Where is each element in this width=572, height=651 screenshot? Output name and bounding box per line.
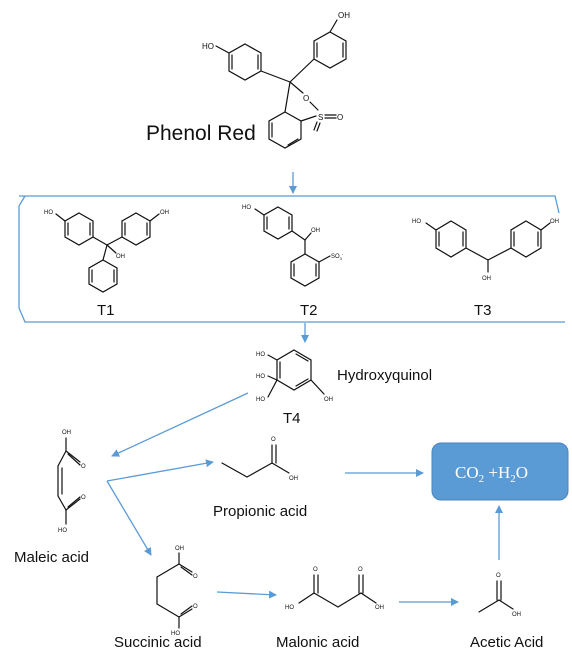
hydroxyquinol-label: Hydroxyquinol xyxy=(337,367,432,384)
phenol-red-sulfonyl-oxygen: O xyxy=(337,113,343,122)
acetic-o: O xyxy=(496,573,501,579)
arrow-succinic-to-malonic xyxy=(216,590,277,599)
product-co2-h2o: CO2 +H2O xyxy=(431,442,569,501)
acetic-oh: OH xyxy=(512,612,521,618)
t3-ho-left: HO xyxy=(412,219,421,225)
t1-oh-center: OH xyxy=(116,254,125,260)
malonic-o-right: O xyxy=(358,567,363,573)
t3-oh-right: OH xyxy=(550,219,559,225)
t4-label: T4 xyxy=(283,410,301,427)
t4-ho-middle: HO xyxy=(256,374,265,380)
arrow-maleic-to-propionic xyxy=(106,459,214,482)
t2-label: T2 xyxy=(300,302,318,319)
acetic-acid-label: Acetic Acid xyxy=(470,634,543,651)
arrow-maleic-to-succinic xyxy=(106,480,152,556)
phenol-red-oh-top: OH xyxy=(338,11,350,20)
t1-label: T1 xyxy=(97,302,115,319)
phenol-red-ring-oxygen: O xyxy=(303,94,309,103)
acetic-acid-structure: O OH xyxy=(478,573,521,618)
maleic-acid-structure: OH O O HO xyxy=(57,430,86,534)
t2-structure: HO OH SO3- xyxy=(242,205,344,287)
maleic-oh-top: OH xyxy=(62,430,71,436)
t1-oh-right: OH xyxy=(160,210,169,216)
t3-oh-center: OH xyxy=(482,276,491,282)
t3-structure: HO OH OH xyxy=(412,219,559,282)
malonic-ho: HO xyxy=(285,605,294,611)
phenol-red-ho-left: HO xyxy=(202,42,214,51)
malonic-acid-structure: O HO O OH xyxy=(285,567,384,611)
propionic-oh: OH xyxy=(289,476,298,482)
t4-ho-top: HO xyxy=(256,352,265,358)
phenol-red-label: Phenol Red xyxy=(146,122,256,145)
t4-oh-right: OH xyxy=(324,397,333,403)
succinic-o-bottom: O xyxy=(193,604,198,610)
t2-ho-left: HO xyxy=(242,205,251,211)
propionic-acid-structure: O OH xyxy=(221,437,298,482)
product-formula: CO2 +H2O xyxy=(455,463,528,485)
malonic-o-left: O xyxy=(313,567,318,573)
t1-structure: HO OH OH xyxy=(44,210,169,293)
t4-ho-bottom: HO xyxy=(256,397,265,403)
malonic-acid-label: Malonic acid xyxy=(276,634,359,651)
succinic-oh-top: OH xyxy=(175,546,184,552)
t3-label: T3 xyxy=(474,302,492,319)
t1-ho-left: HO xyxy=(44,210,53,216)
intermediates-bracket xyxy=(18,195,565,323)
propionic-o: O xyxy=(271,437,276,443)
phenol-red-structure: OH HO O S O xyxy=(202,11,350,149)
arrow-t4-to-maleic xyxy=(111,392,249,457)
maleic-o-bottom: O xyxy=(81,495,86,501)
succinic-o-top: O xyxy=(193,574,198,580)
malonic-oh: OH xyxy=(375,605,384,611)
t2-sulfonate: SO3- xyxy=(331,251,344,261)
succinic-ho: HO xyxy=(171,631,180,637)
t4-structure: HO HO HO OH xyxy=(256,349,333,403)
succinic-acid-structure: OH O O HO xyxy=(156,546,198,637)
t2-oh-center: OH xyxy=(311,228,320,234)
maleic-acid-label: Maleic acid xyxy=(14,549,89,566)
maleic-o-top: O xyxy=(81,464,86,470)
succinic-acid-label: Succinic acid xyxy=(114,634,202,651)
propionic-acid-label: Propionic acid xyxy=(213,503,307,520)
phenol-red-sulfur: S xyxy=(318,113,323,122)
maleic-ho-bottom: HO xyxy=(58,528,67,534)
